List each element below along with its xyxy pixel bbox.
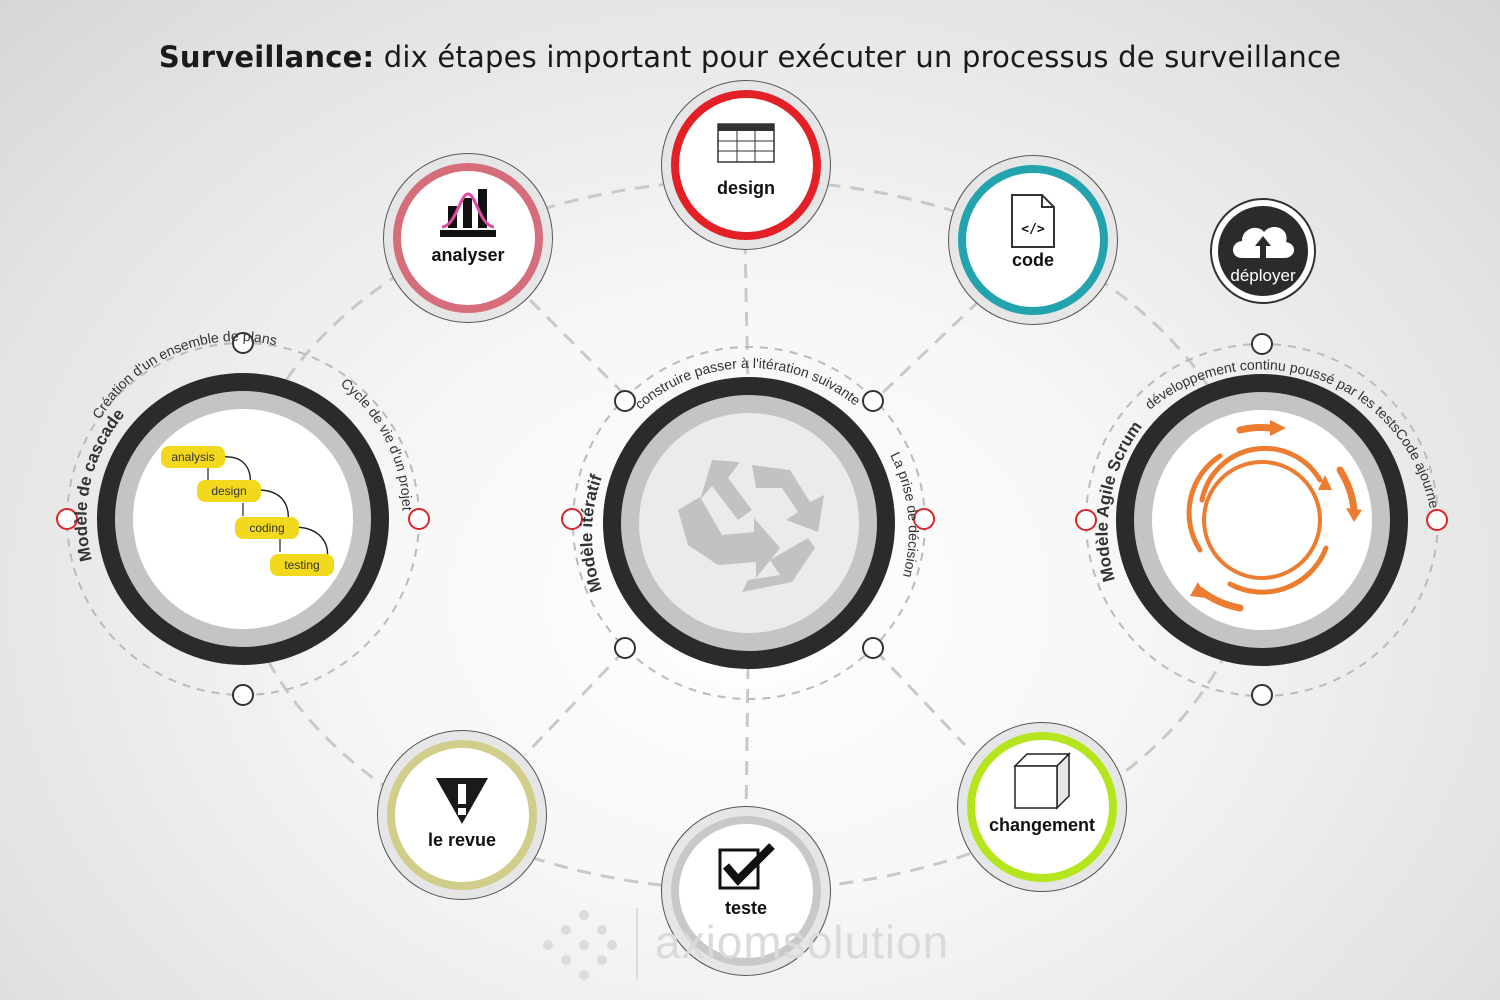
teste-label: teste xyxy=(724,898,768,918)
analyser-node[interactable]: analyser xyxy=(383,153,553,323)
revue-label: le revue xyxy=(427,830,497,850)
bar-chart-bell-curve-icon xyxy=(440,189,496,237)
code-file-icon: </> xyxy=(1011,194,1055,248)
axiom-logo-icon xyxy=(543,908,638,980)
deployer-label: déployer xyxy=(1230,266,1296,285)
red-connector-dots xyxy=(56,508,1448,531)
table-icon xyxy=(717,123,775,163)
design-node[interactable]: design xyxy=(661,80,831,250)
recycle-icon xyxy=(678,460,824,592)
cascade-step-coding: coding xyxy=(235,517,299,539)
cascade-step-analysis: analysis xyxy=(161,446,225,468)
watermark-text: axiomsolution xyxy=(655,916,950,968)
scrum-model-wheel xyxy=(1116,374,1408,666)
cube-icon xyxy=(1013,752,1071,810)
changement-label: changement xyxy=(988,815,1096,835)
analyser-label: analyser xyxy=(431,245,505,265)
connector-dots xyxy=(232,332,1273,706)
changement-node[interactable]: changement xyxy=(957,722,1127,892)
svg-text:</>: </> xyxy=(1021,222,1045,237)
code-node[interactable]: </> code xyxy=(948,155,1118,325)
deployer-node[interactable]: déployer xyxy=(1210,198,1316,304)
cascade-step-testing: testing xyxy=(270,554,334,576)
iterative-model-wheel xyxy=(603,377,895,669)
revue-node[interactable]: le revue xyxy=(377,730,547,900)
code-label: code xyxy=(1011,250,1054,270)
page-title: Surveillance: dix étapes important pour … xyxy=(158,40,1342,74)
checkbox-icon xyxy=(718,843,775,890)
design-label: design xyxy=(716,178,775,198)
warning-icon xyxy=(436,778,488,824)
teste-node[interactable]: teste xyxy=(661,806,831,976)
spoke-lines xyxy=(523,239,982,821)
cascade-step-design: design xyxy=(197,480,261,502)
cloud-upload-icon xyxy=(1233,227,1295,258)
cycle-arrows-icon xyxy=(1186,424,1358,612)
